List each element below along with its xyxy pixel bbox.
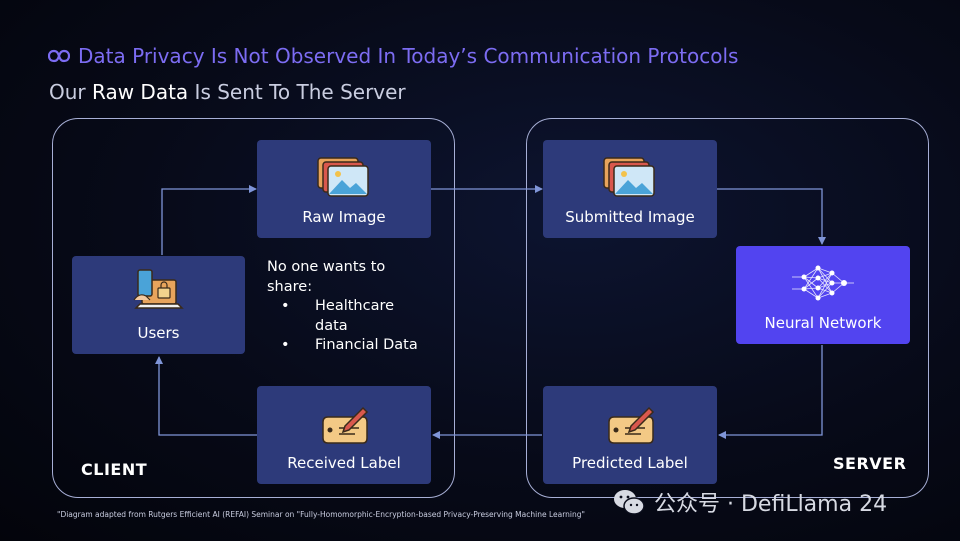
note-item-2: Financial Data: [315, 337, 418, 353]
note-item-healthcare: Healthcare data: [267, 297, 418, 336]
user-devices-icon: [133, 269, 184, 309]
page-subtitle: Our Raw Data Is Sent To The Server: [49, 80, 406, 104]
note-line-1: No one wants to: [267, 259, 386, 275]
received-label-label: Received Label: [287, 454, 401, 472]
neural-network-icon: [792, 265, 854, 301]
infinity-icon: [48, 49, 70, 63]
predicted-label-label: Predicted Label: [572, 454, 688, 472]
note-item-1-cont: data: [315, 317, 348, 334]
arrow-submitted-to-nn: [717, 188, 826, 245]
note-item-1: Healthcare: [315, 298, 395, 314]
note-line-2: share:: [267, 278, 313, 295]
watermark: 公众号 · DefiLlama 24: [612, 486, 887, 518]
page-title: Data Privacy Is Not Observed In Today’s …: [78, 44, 739, 68]
client-group: [52, 118, 455, 498]
note-item-financial: Financial Data: [267, 336, 418, 356]
submitted-image-label: Submitted Image: [565, 208, 695, 226]
raw-image-label: Raw Image: [302, 208, 386, 226]
image-stack-icon: [317, 157, 369, 197]
label-pen-icon: [608, 406, 655, 444]
privacy-note: No one wants to share: Healthcare data F…: [267, 258, 418, 356]
neural-network-label: Neural Network: [764, 314, 882, 332]
arrow-nn-to-predicted: [718, 345, 823, 439]
server-group: [526, 118, 929, 498]
subtitle-suffix: Is Sent To The Server: [188, 80, 406, 104]
received-label-box: Received Label: [257, 386, 431, 484]
predicted-label-box: Predicted Label: [543, 386, 717, 484]
neural-network-box: Neural Network: [736, 246, 910, 344]
submitted-image-box: Submitted Image: [543, 140, 717, 238]
footnote: "Diagram adapted from Rutgers Efficient …: [57, 510, 585, 519]
arrow-received-to-users: [155, 356, 257, 436]
users-label: Users: [137, 324, 180, 342]
server-label: SERVER: [833, 454, 907, 473]
title-row: Data Privacy Is Not Observed In Today’s …: [48, 42, 738, 70]
client-label: CLIENT: [81, 460, 148, 479]
subtitle-prefix: Our: [49, 80, 92, 104]
note-list: Healthcare data Financial Data: [267, 297, 418, 356]
label-pen-icon: [322, 406, 369, 444]
subtitle-emphasis: Raw Data: [92, 80, 189, 104]
watermark-text: 公众号 · DefiLlama 24: [654, 492, 888, 517]
users-box: Users: [72, 256, 245, 354]
arrow-users-to-raw: [161, 185, 257, 255]
image-stack-icon: [603, 157, 655, 197]
wechat-logo: [614, 490, 645, 515]
raw-image-box: Raw Image: [257, 140, 431, 238]
